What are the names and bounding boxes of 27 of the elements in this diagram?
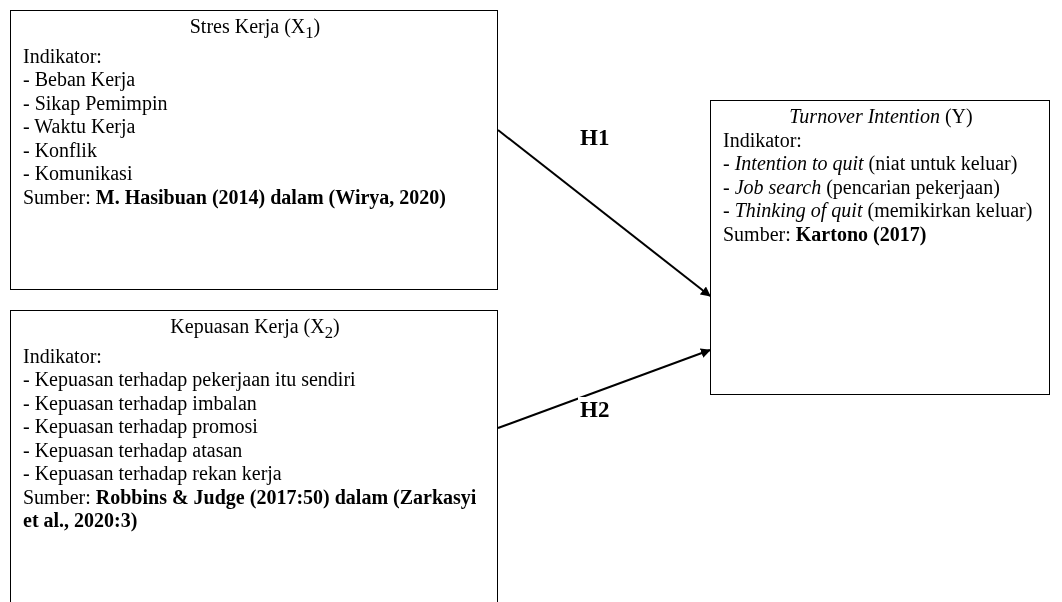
indicator-item: - Intention to quit (niat untuk keluar) xyxy=(723,152,1019,176)
variable-title: Turnover Intention (Y) xyxy=(788,105,974,129)
variable-box xyxy=(10,10,498,290)
indicator-item: - Beban Kerja xyxy=(23,68,137,92)
variable-title: Stres Kerja (X$_{1}$) xyxy=(188,15,322,44)
indicator-item: - Konflik xyxy=(23,138,98,162)
variable-title: Kepuasan Kerja (X$_{2}$) xyxy=(169,315,341,344)
source-text: Sumber: Kartono (2017) xyxy=(723,222,928,246)
indicator-item: - Waktu Kerja xyxy=(23,115,137,139)
source-text: Sumber: M. Hasibuan (2014) dalam (Wirya, 2020) xyxy=(23,185,447,209)
indicator-heading: Indikator: xyxy=(23,344,103,368)
variable-box xyxy=(10,310,498,602)
indicator-item: - Kepuasan terhadap atasan xyxy=(23,438,244,462)
indicator-item: - Thinking of quit (memikirkan keluar) xyxy=(723,199,1034,223)
indicator-heading: Indikator: xyxy=(23,44,103,68)
indicator-heading: Indikator: xyxy=(723,128,803,152)
indicator-item: - Job search (pencarian pekerjaan) xyxy=(723,175,1001,199)
indicator-item: - Sikap Pemimpin xyxy=(23,91,169,115)
arrow xyxy=(497,129,711,297)
indicator-item: - Kepuasan terhadap rekan kerja xyxy=(23,462,283,486)
indicator-item: - Kepuasan terhadap imbalan xyxy=(23,391,258,415)
arrow xyxy=(497,348,711,429)
source-text: Sumber: Robbins & Judge (2017:50) dalam (Zarkasyi et al., 2020:3) xyxy=(23,485,478,533)
indicator-item: - Kepuasan terhadap pekerjaan itu sendiri xyxy=(23,368,357,392)
indicator-item: - Komunikasi xyxy=(23,162,134,186)
variable-box xyxy=(710,100,1050,395)
indicator-item: - Kepuasan terhadap promosi xyxy=(23,415,259,439)
